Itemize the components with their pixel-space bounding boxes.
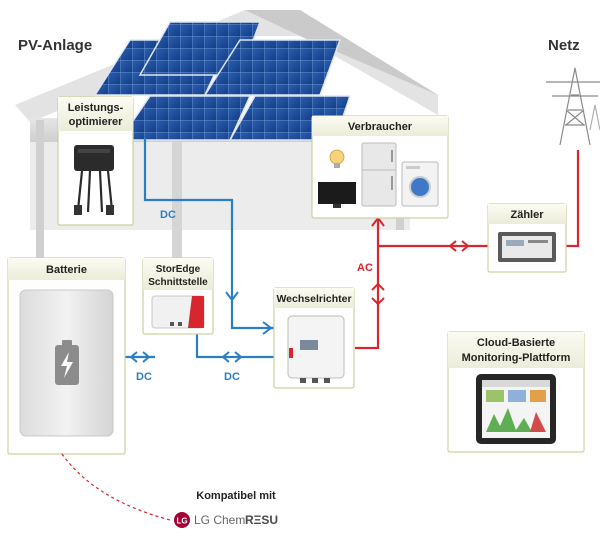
optimizer-title-2: optimierer	[69, 116, 124, 128]
ac-lines	[355, 150, 580, 350]
meter-device-icon	[498, 232, 556, 262]
power-tower-icon	[546, 67, 600, 146]
lightbulb-icon	[329, 149, 345, 168]
fridge-icon	[361, 142, 397, 207]
storedge-device-icon	[151, 295, 205, 329]
pv-title: PV-Anlage	[18, 37, 92, 54]
dc-label-inverter: DC	[224, 371, 240, 383]
cloud-title-1: Cloud-Basierte	[477, 337, 555, 349]
storedge-title-2: Schnittstelle	[148, 277, 208, 288]
brand-lg-chem: LG Chem	[194, 513, 245, 527]
storedge-card: StorEdge Schnittstelle	[142, 257, 214, 335]
wechselrichter-title: Wechselrichter	[276, 293, 351, 305]
optimizer-title-1: Leistungs-	[68, 102, 124, 114]
washing-machine-icon	[401, 161, 439, 207]
zaehler-title: Zähler	[510, 209, 544, 221]
cloud-monitoring-card: Cloud-Basierte Monitoring-Plattform	[447, 331, 585, 453]
inverter-device-icon	[287, 315, 345, 383]
verbraucher-title: Verbraucher	[348, 121, 413, 133]
battery-icon	[55, 340, 79, 385]
netz-title: Netz	[548, 37, 580, 54]
svg-text:LG: LG	[176, 517, 187, 526]
ac-label: AC	[357, 262, 373, 274]
verbraucher-card: Verbraucher	[311, 115, 449, 219]
cloud-title-2: Monitoring-Plattform	[462, 352, 571, 364]
zaehler-card: Zähler	[487, 203, 567, 273]
batterie-card: Batterie	[7, 257, 126, 455]
dc-label-solar: DC	[160, 209, 176, 221]
kompatibel-text: Kompatibel mit	[196, 490, 276, 502]
optimizer-card: Leistungs- optimierer	[57, 96, 134, 226]
batterie-title: Batterie	[46, 264, 87, 276]
dc-arrows	[129, 291, 273, 363]
storedge-title-1: StorEdge	[156, 264, 201, 275]
ac-arrows	[371, 216, 470, 306]
lg-chem-logo: LG LG Chem RΞSU	[174, 512, 278, 528]
dc-label-battery: DC	[136, 371, 152, 383]
optimizer-device-icon	[74, 145, 114, 215]
solar-panel-array	[93, 21, 352, 141]
wechselrichter-card: Wechselrichter	[273, 287, 355, 389]
brand-resu: RΞSU	[245, 513, 278, 527]
tv-icon	[318, 182, 356, 208]
tablet-icon	[476, 374, 556, 444]
compat-connector-line	[61, 453, 171, 521]
